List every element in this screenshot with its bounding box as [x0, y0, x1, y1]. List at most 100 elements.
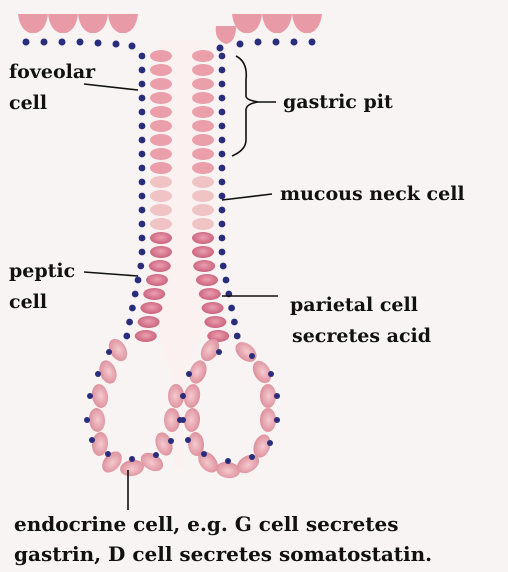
epithelial-cell — [150, 218, 172, 230]
nucleus — [139, 207, 146, 214]
nucleus — [309, 39, 316, 46]
nucleus — [219, 81, 226, 88]
nucleus — [87, 393, 93, 399]
epithelial-cell — [150, 176, 172, 188]
gastric-pit-bracket — [232, 56, 258, 156]
epithelial-cell — [143, 288, 165, 300]
nucleus — [139, 193, 146, 200]
nucleus — [231, 319, 238, 326]
nucleus — [135, 277, 142, 284]
nucleus — [185, 437, 191, 443]
nucleus — [273, 39, 280, 46]
epithelial-cell — [192, 134, 214, 146]
nucleus — [139, 123, 146, 130]
epithelial-cell — [192, 176, 214, 188]
nucleus — [129, 305, 136, 312]
nucleus — [129, 43, 136, 50]
epithelial-cell — [150, 134, 172, 146]
epithelial-cell — [140, 302, 162, 314]
epithelial-cell — [150, 64, 172, 76]
nucleus — [249, 353, 255, 359]
endocrine-caption-1: endocrine cell, e.g. G cell secretes — [14, 511, 399, 538]
epithelial-cell — [192, 218, 214, 230]
nucleus — [228, 305, 235, 312]
nucleus — [180, 417, 186, 423]
nucleus — [274, 393, 280, 399]
nucleus — [219, 165, 226, 172]
epithelial-cell — [192, 162, 214, 174]
parietal-cell — [260, 408, 276, 432]
nucleus — [139, 67, 146, 74]
foveolar-label-1: foveolar — [9, 59, 95, 85]
nucleus — [217, 45, 224, 52]
epithelial-cell — [150, 120, 172, 132]
nucleus — [201, 451, 207, 457]
nucleus — [255, 39, 262, 46]
nucleus — [219, 249, 226, 256]
nucleus — [123, 333, 130, 340]
epithelial-cell — [192, 50, 214, 62]
nucleus — [291, 39, 298, 46]
nucleus — [237, 41, 244, 48]
epithelial-cell — [150, 78, 172, 90]
nucleus — [41, 39, 48, 46]
nucleus — [219, 95, 226, 102]
epithelial-cell — [135, 330, 157, 342]
nucleus — [267, 440, 273, 446]
nucleus — [219, 179, 226, 186]
nucleus — [89, 437, 95, 443]
nucleus — [139, 109, 146, 116]
nucleus — [139, 249, 146, 256]
nucleus — [268, 371, 274, 377]
epithelial-cell — [150, 204, 172, 216]
epithelial-cell — [138, 316, 160, 328]
nucleus — [84, 417, 90, 423]
nucleus — [249, 454, 255, 460]
parietal-label-2: secretes acid — [292, 323, 431, 349]
nucleus — [219, 137, 226, 144]
epithelial-cell — [192, 232, 214, 244]
epithelial-cell — [192, 148, 214, 160]
nucleus — [59, 39, 66, 46]
nucleus — [126, 319, 133, 326]
nucleus — [139, 151, 146, 158]
nucleus — [180, 393, 186, 399]
epithelial-cell — [150, 50, 172, 62]
nucleus — [105, 451, 111, 457]
epithelial-cell — [202, 302, 224, 314]
peptic-label-2: cell — [9, 289, 47, 315]
nucleus — [23, 39, 30, 46]
nucleus — [219, 109, 226, 116]
foveolar-label-2: cell — [9, 90, 47, 116]
nucleus — [106, 349, 112, 355]
surface-epithelium-right — [216, 14, 322, 52]
nucleus — [219, 53, 226, 60]
nucleus — [113, 41, 120, 48]
epithelial-cell — [192, 246, 214, 258]
nucleus — [129, 456, 135, 462]
epithelial-cell — [192, 92, 214, 104]
nucleus — [95, 371, 101, 377]
epithelial-cell — [150, 190, 172, 202]
epithelial-cell — [192, 78, 214, 90]
parietal-cell — [90, 383, 110, 409]
nucleus — [219, 123, 226, 130]
epithelial-cell — [192, 120, 214, 132]
peptic-label-1: peptic — [9, 258, 75, 284]
epithelial-cell — [193, 260, 215, 272]
gastric-pit-label: gastric pit — [283, 89, 393, 115]
nucleus — [225, 458, 231, 464]
nucleus — [139, 53, 146, 60]
nucleus — [220, 263, 227, 270]
epithelial-cell — [150, 148, 172, 160]
nucleus — [168, 438, 174, 444]
endocrine-caption-2: gastrin, D cell secretes somatostatin. — [14, 541, 432, 568]
nucleus — [219, 207, 226, 214]
nucleus — [219, 67, 226, 74]
epithelial-cell — [150, 92, 172, 104]
epithelial-cell — [150, 162, 172, 174]
nucleus — [95, 40, 102, 47]
epithelial-cell — [196, 274, 218, 286]
